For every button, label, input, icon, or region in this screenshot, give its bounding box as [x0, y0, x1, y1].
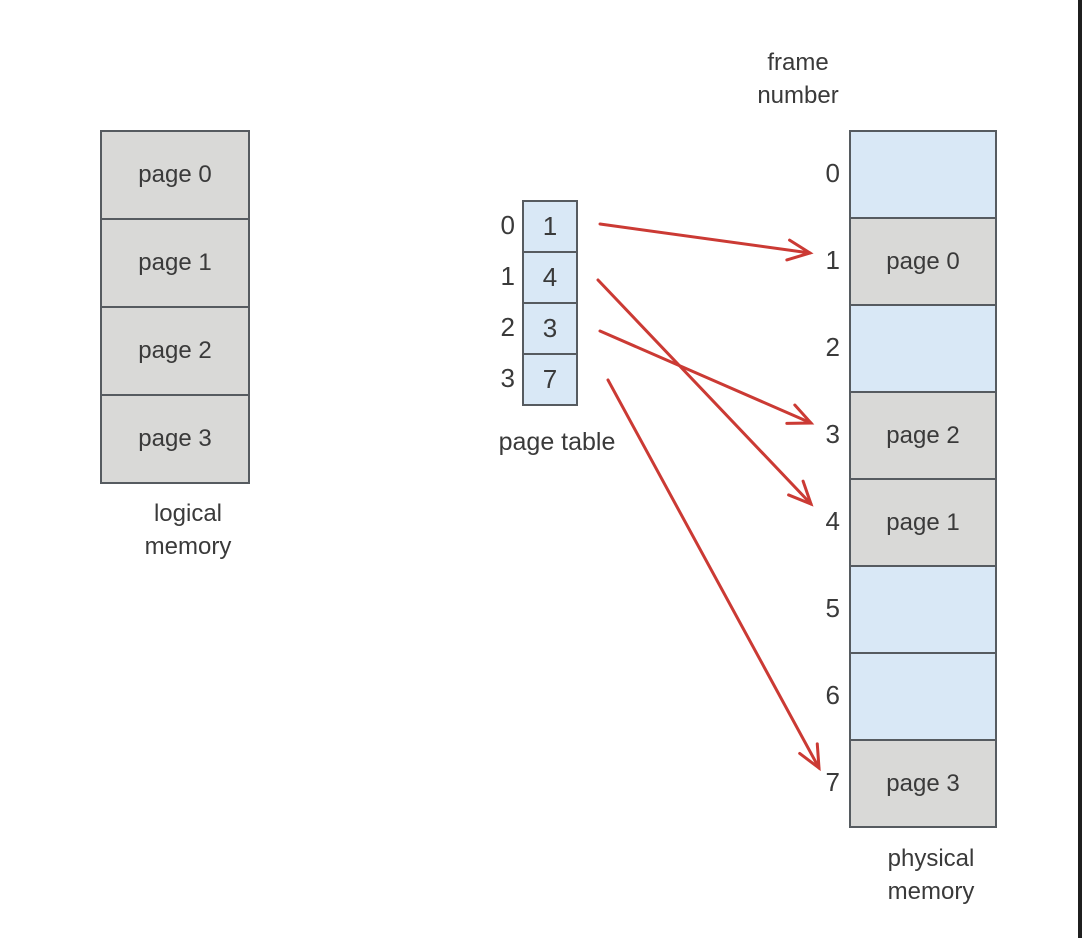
page-table-index-3: 3: [500, 363, 515, 393]
physical-memory-caption-line1: physical: [887, 845, 975, 872]
page-table: 0 1 2 3 1 4 3 7: [494, 200, 578, 406]
page-table-index-1: 1: [500, 261, 515, 291]
frame-0: [849, 130, 997, 219]
logical-memory-caption-line2: memory: [144, 533, 232, 560]
frame-number-header: frame number: [738, 46, 858, 112]
page-table-entry-0: 1: [522, 200, 578, 253]
logical-page-1: page 1: [100, 218, 250, 308]
logical-page-3: page 3: [100, 394, 250, 484]
page-table-caption: page table: [498, 428, 616, 456]
arrow-entry2-to-frame3: [598, 329, 815, 425]
page-table-entry-1: 4: [522, 251, 578, 304]
screen-right-border: [1078, 0, 1082, 938]
frame-number-7: 7: [825, 767, 840, 797]
logical-page-2: page 2: [100, 306, 250, 396]
page-table-cells: 1 4 3 7: [522, 200, 578, 406]
frame-3: page 2: [849, 391, 997, 480]
logical-memory-caption-line1: logical: [153, 500, 223, 527]
physical-memory-caption: physical memory: [857, 842, 1005, 908]
logical-memory-box: page 0 page 1 page 2 page 3: [100, 130, 250, 484]
frame-number-header-line2: number: [757, 82, 839, 109]
frame-number-0: 0: [825, 158, 840, 188]
frame-4: page 1: [849, 478, 997, 567]
frame-number-5: 5: [825, 593, 840, 623]
frame-number-6: 6: [825, 680, 840, 710]
physical-memory: 0 1 2 3 4 5 6 7 page 0 page 2 page 1 pag…: [811, 130, 997, 828]
physical-memory-caption-line2: memory: [887, 878, 975, 905]
frame-6: [849, 652, 997, 741]
logical-page-0: page 0: [100, 130, 250, 220]
page-table-entry-3: 7: [522, 353, 578, 406]
arrow-entry3-to-frame7: [606, 378, 821, 772]
page-table-entry-2: 3: [522, 302, 578, 355]
page-table-indexes: 0 1 2 3: [494, 200, 522, 406]
physical-memory-frame-numbers: 0 1 2 3 4 5 6 7: [811, 130, 849, 828]
frame-number-3: 3: [825, 419, 840, 449]
frame-number-4: 4: [825, 506, 840, 536]
arrow-entry1-to-frame4: [596, 278, 814, 507]
physical-memory-box: page 0 page 2 page 1 page 3: [849, 130, 997, 828]
frame-number-2: 2: [825, 332, 840, 362]
frame-1: page 0: [849, 217, 997, 306]
frame-7: page 3: [849, 739, 997, 828]
arrow-entry0-to-frame1: [598, 222, 814, 262]
frame-number-header-line1: frame: [767, 49, 829, 76]
frame-5: [849, 565, 997, 654]
page-table-index-2: 2: [500, 312, 515, 342]
frame-2: [849, 304, 997, 393]
page-table-index-0: 0: [500, 210, 515, 240]
frame-number-1: 1: [825, 245, 840, 275]
logical-memory-caption: logical memory: [113, 497, 263, 563]
